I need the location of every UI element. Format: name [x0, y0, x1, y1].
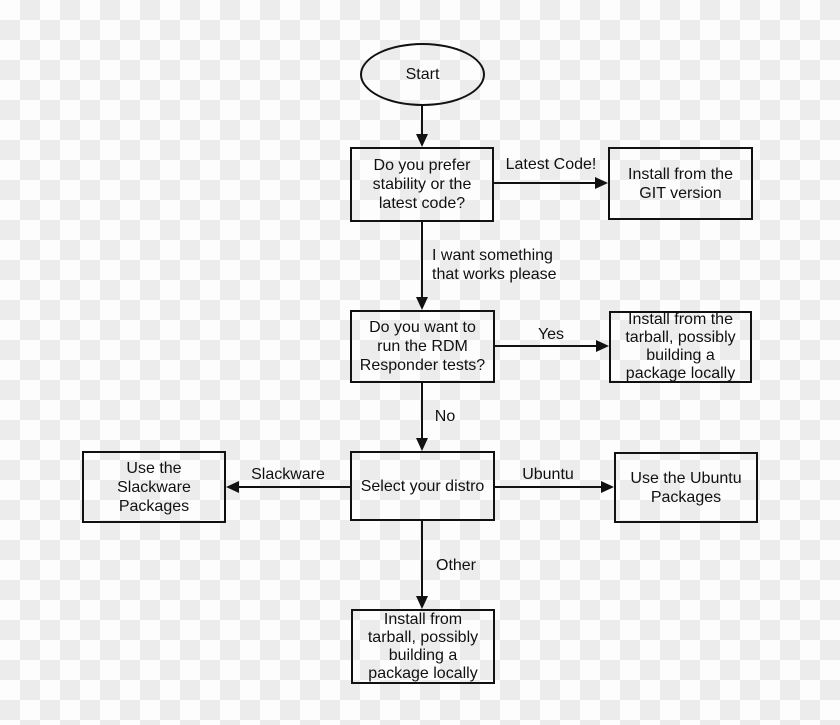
- edge-label-ubuntu: Ubuntu: [522, 466, 574, 483]
- arrow-line: [238, 486, 350, 488]
- arrow-line: [421, 521, 423, 597]
- edge-label-slackware: Slackware: [251, 466, 325, 483]
- node-question-stability-label: Do you prefer stability or the latest co…: [372, 157, 472, 212]
- arrowhead-down-icon: [416, 134, 428, 147]
- edge-label-no: No: [434, 408, 456, 425]
- edge-label-yes: Yes: [537, 326, 565, 343]
- node-question-rdm-tests: Do you want to run the RDM Responder tes…: [350, 310, 495, 383]
- arrow-line: [421, 105, 423, 135]
- node-install-git: Install from the GIT version: [608, 147, 753, 220]
- node-install-tarball-other: Install from tarball, possibly building …: [351, 609, 495, 684]
- node-start-label: Start: [405, 66, 440, 83]
- node-question-rdm-tests-label: Do you want to run the RDM Responder tes…: [359, 319, 486, 374]
- node-use-slackware: Use the Slackware Packages: [82, 451, 226, 523]
- node-use-ubuntu-label: Use the Ubuntu Packages: [630, 469, 742, 506]
- arrowhead-right-icon: [595, 177, 608, 189]
- arrow-line: [495, 486, 602, 488]
- edge-label-i-want-something: I want something that works please: [432, 247, 557, 283]
- node-select-distro: Select your distro: [350, 451, 495, 521]
- node-install-tarball-other-label: Install from tarball, possibly building …: [367, 610, 479, 682]
- arrowhead-down-icon: [416, 438, 428, 451]
- edge-label-other: Other: [435, 557, 477, 574]
- arrow-line: [421, 222, 423, 298]
- node-install-tarball-yes: Install from the tarball, possibly build…: [609, 311, 752, 383]
- node-install-tarball-yes-label: Install from the tarball, possibly build…: [625, 311, 736, 382]
- arrow-line: [421, 383, 423, 439]
- arrowhead-down-icon: [416, 297, 428, 310]
- arrowhead-left-icon: [226, 481, 239, 493]
- arrowhead-right-icon: [596, 340, 609, 352]
- arrowhead-down-icon: [416, 596, 428, 609]
- node-install-git-label: Install from the GIT version: [628, 165, 733, 202]
- arrow-line: [495, 345, 597, 347]
- node-question-stability: Do you prefer stability or the latest co…: [350, 147, 494, 222]
- arrowhead-right-icon: [601, 481, 614, 493]
- arrow-line: [494, 182, 596, 184]
- node-use-slackware-label: Use the Slackware Packages: [117, 459, 191, 515]
- node-select-distro-label: Select your distro: [360, 477, 485, 495]
- node-start: Start: [360, 43, 485, 106]
- edge-label-latest-code: Latest Code!: [505, 156, 597, 173]
- node-use-ubuntu: Use the Ubuntu Packages: [614, 452, 758, 523]
